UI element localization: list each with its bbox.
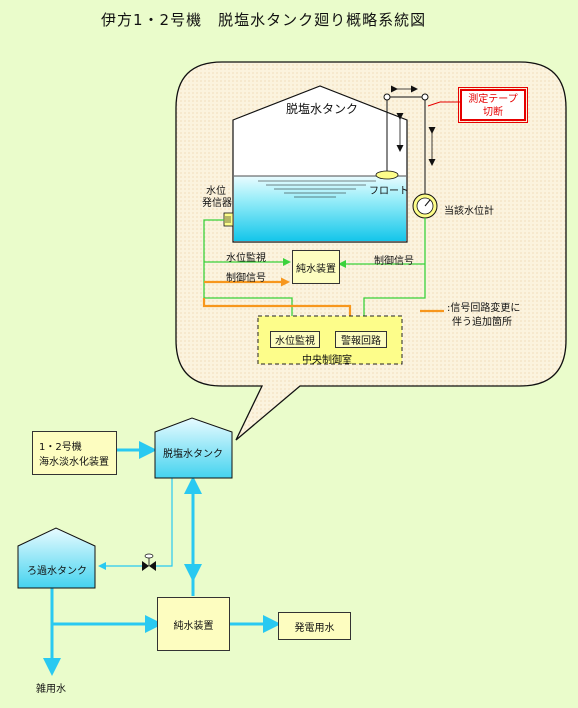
tape-cut-label-1: 測定テープ <box>468 94 518 105</box>
tank-label: 脱塩水タンク <box>286 102 359 116</box>
level-gauge-label: 当該水位計 <box>444 206 494 217</box>
signal-level-monitor-label: 水位監視 <box>226 253 266 264</box>
level-transmitter-icon <box>223 212 234 227</box>
central-alarm-circuit-box: 警報回路 <box>335 331 387 348</box>
pure-water-device-detail: 純水装置 <box>292 250 340 284</box>
desal-plant-label-1: 1・2号機 <box>39 442 82 453</box>
valve-icon <box>142 553 156 571</box>
legend-line-2: 伴う追加箇所 <box>452 317 512 328</box>
misc-water-label: 雑用水 <box>36 684 66 695</box>
demin-tank-shape <box>154 417 233 479</box>
filtered-tank-shape <box>17 527 96 589</box>
signal-control-left-label: 制御信号 <box>226 273 266 284</box>
level-gauge-icon <box>412 193 438 219</box>
filtered-tank-label: ろ過水タンク <box>27 566 87 577</box>
legend-line-1: :信号回路変更に <box>447 303 521 314</box>
power-water-box: 発電用水 <box>278 612 351 640</box>
desal-plant-box: 1・2号機 海水淡水化装置 <box>32 431 117 475</box>
tape-cut-alert: 測定テープ 切断 <box>458 87 528 123</box>
signal-control-right-label: 制御信号 <box>374 256 414 267</box>
float-tape-system <box>375 85 460 196</box>
central-level-monitor-box: 水位監視 <box>270 331 320 348</box>
tape-cut-label-2: 切断 <box>483 107 503 118</box>
central-control-room-label: 中央制御室 <box>302 355 352 366</box>
level-transmitter-label-2: 発信器 <box>202 198 232 209</box>
desal-plant-label-2: 海水淡水化装置 <box>39 457 109 468</box>
level-transmitter-label-1: 水位 <box>206 186 226 197</box>
pure-water-device-box: 純水装置 <box>157 597 230 651</box>
page-title: 伊方1・2号機 脱塩水タンク廻り概略系統図 <box>101 11 427 29</box>
legend-note: :信号回路変更に 伴う追加箇所 <box>447 302 520 330</box>
demin-tank-detail <box>232 85 408 243</box>
float-label: フロート <box>369 186 409 197</box>
level-transmitter-label: 水位 発信器 <box>202 186 232 210</box>
demin-tank-label: 脱塩水タンク <box>163 449 223 460</box>
flow-pipes <box>43 441 281 676</box>
